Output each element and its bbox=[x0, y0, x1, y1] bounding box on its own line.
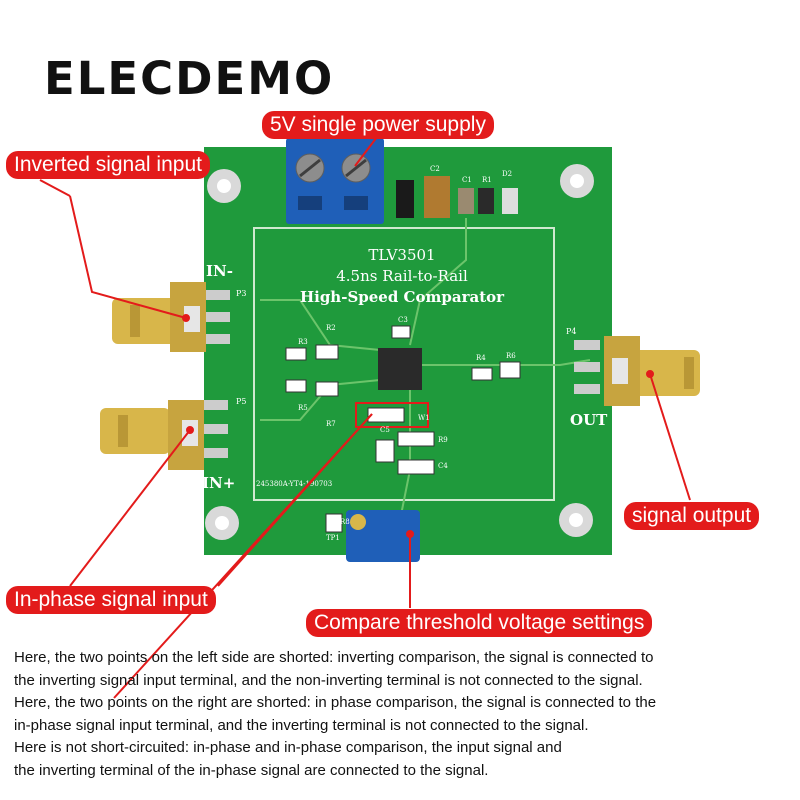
designator-label: R2 bbox=[326, 324, 336, 332]
board-title-line3: High-Speed Comparator bbox=[300, 288, 505, 306]
designator-label: C2 bbox=[430, 165, 440, 173]
designator-label: R7 bbox=[326, 420, 336, 428]
callout-power-supply: 5V single power supply bbox=[262, 111, 494, 139]
designator-label: C1 bbox=[462, 176, 472, 184]
callout-signal-output: signal output bbox=[624, 502, 760, 530]
designator-label: P5 bbox=[236, 397, 246, 406]
designator-label: R1 bbox=[482, 176, 492, 184]
power-components bbox=[396, 176, 518, 218]
note-line: Here is not short-circuited: in-phase an… bbox=[14, 739, 562, 756]
callout-inverted-input: Inverted signal input bbox=[6, 151, 210, 179]
potentiometer bbox=[346, 510, 420, 562]
callout-inphase-input: In-phase signal input bbox=[6, 586, 216, 614]
board-title-line1: TLV3501 bbox=[368, 246, 435, 264]
designator-label: R6 bbox=[506, 352, 516, 360]
designator-label: TP1 bbox=[326, 534, 340, 542]
designator-label: R8 bbox=[340, 518, 350, 526]
brand-logo: ELECDEMO bbox=[44, 52, 335, 105]
designator-label: R4 bbox=[476, 354, 486, 362]
designator-label: W1 bbox=[418, 414, 430, 422]
board-serial: 245380A-YT4-190703 bbox=[256, 480, 332, 488]
designator-label: P3 bbox=[236, 289, 246, 298]
note-line: Here, the two points on the right are sh… bbox=[14, 694, 657, 711]
terminal-block bbox=[286, 138, 384, 224]
ic-and-passives bbox=[285, 325, 521, 533]
note-line: in-phase signal input terminal, and the … bbox=[14, 716, 589, 734]
designator-label: C4 bbox=[438, 462, 448, 470]
note-line: the inverting terminal of the in-phase s… bbox=[14, 761, 489, 779]
note-line: Here, the two points on the left side ar… bbox=[14, 649, 654, 666]
designator-label: R5 bbox=[298, 404, 308, 412]
designator-label: R9 bbox=[438, 436, 448, 444]
sma-connector-in-minus bbox=[112, 282, 230, 352]
description-notes: Here, the two points on the left side ar… bbox=[14, 647, 800, 782]
sma-connector-out bbox=[574, 336, 700, 406]
board-label-in-minus: IN- bbox=[206, 262, 233, 280]
mounting-holes bbox=[205, 164, 594, 540]
callout-threshold-setting: Compare threshold voltage settings bbox=[306, 609, 653, 637]
designator-label: D2 bbox=[502, 170, 512, 178]
designator-label: C3 bbox=[398, 316, 408, 324]
board-title-line2: 4.5ns Rail-to-Rail bbox=[336, 267, 468, 285]
designator-label: C5 bbox=[380, 426, 390, 434]
callout-lines bbox=[39, 132, 691, 699]
board-label-in-plus: IN+ bbox=[202, 474, 235, 492]
note-line: the inverting signal input terminal, and… bbox=[14, 671, 643, 689]
designator-label: R3 bbox=[298, 338, 308, 346]
board-label-out: OUT bbox=[570, 411, 608, 429]
designator-label: P4 bbox=[566, 327, 576, 336]
silkscreen-text: TLV3501 4.5ns Rail-to-Rail High-Speed Co… bbox=[202, 165, 608, 542]
